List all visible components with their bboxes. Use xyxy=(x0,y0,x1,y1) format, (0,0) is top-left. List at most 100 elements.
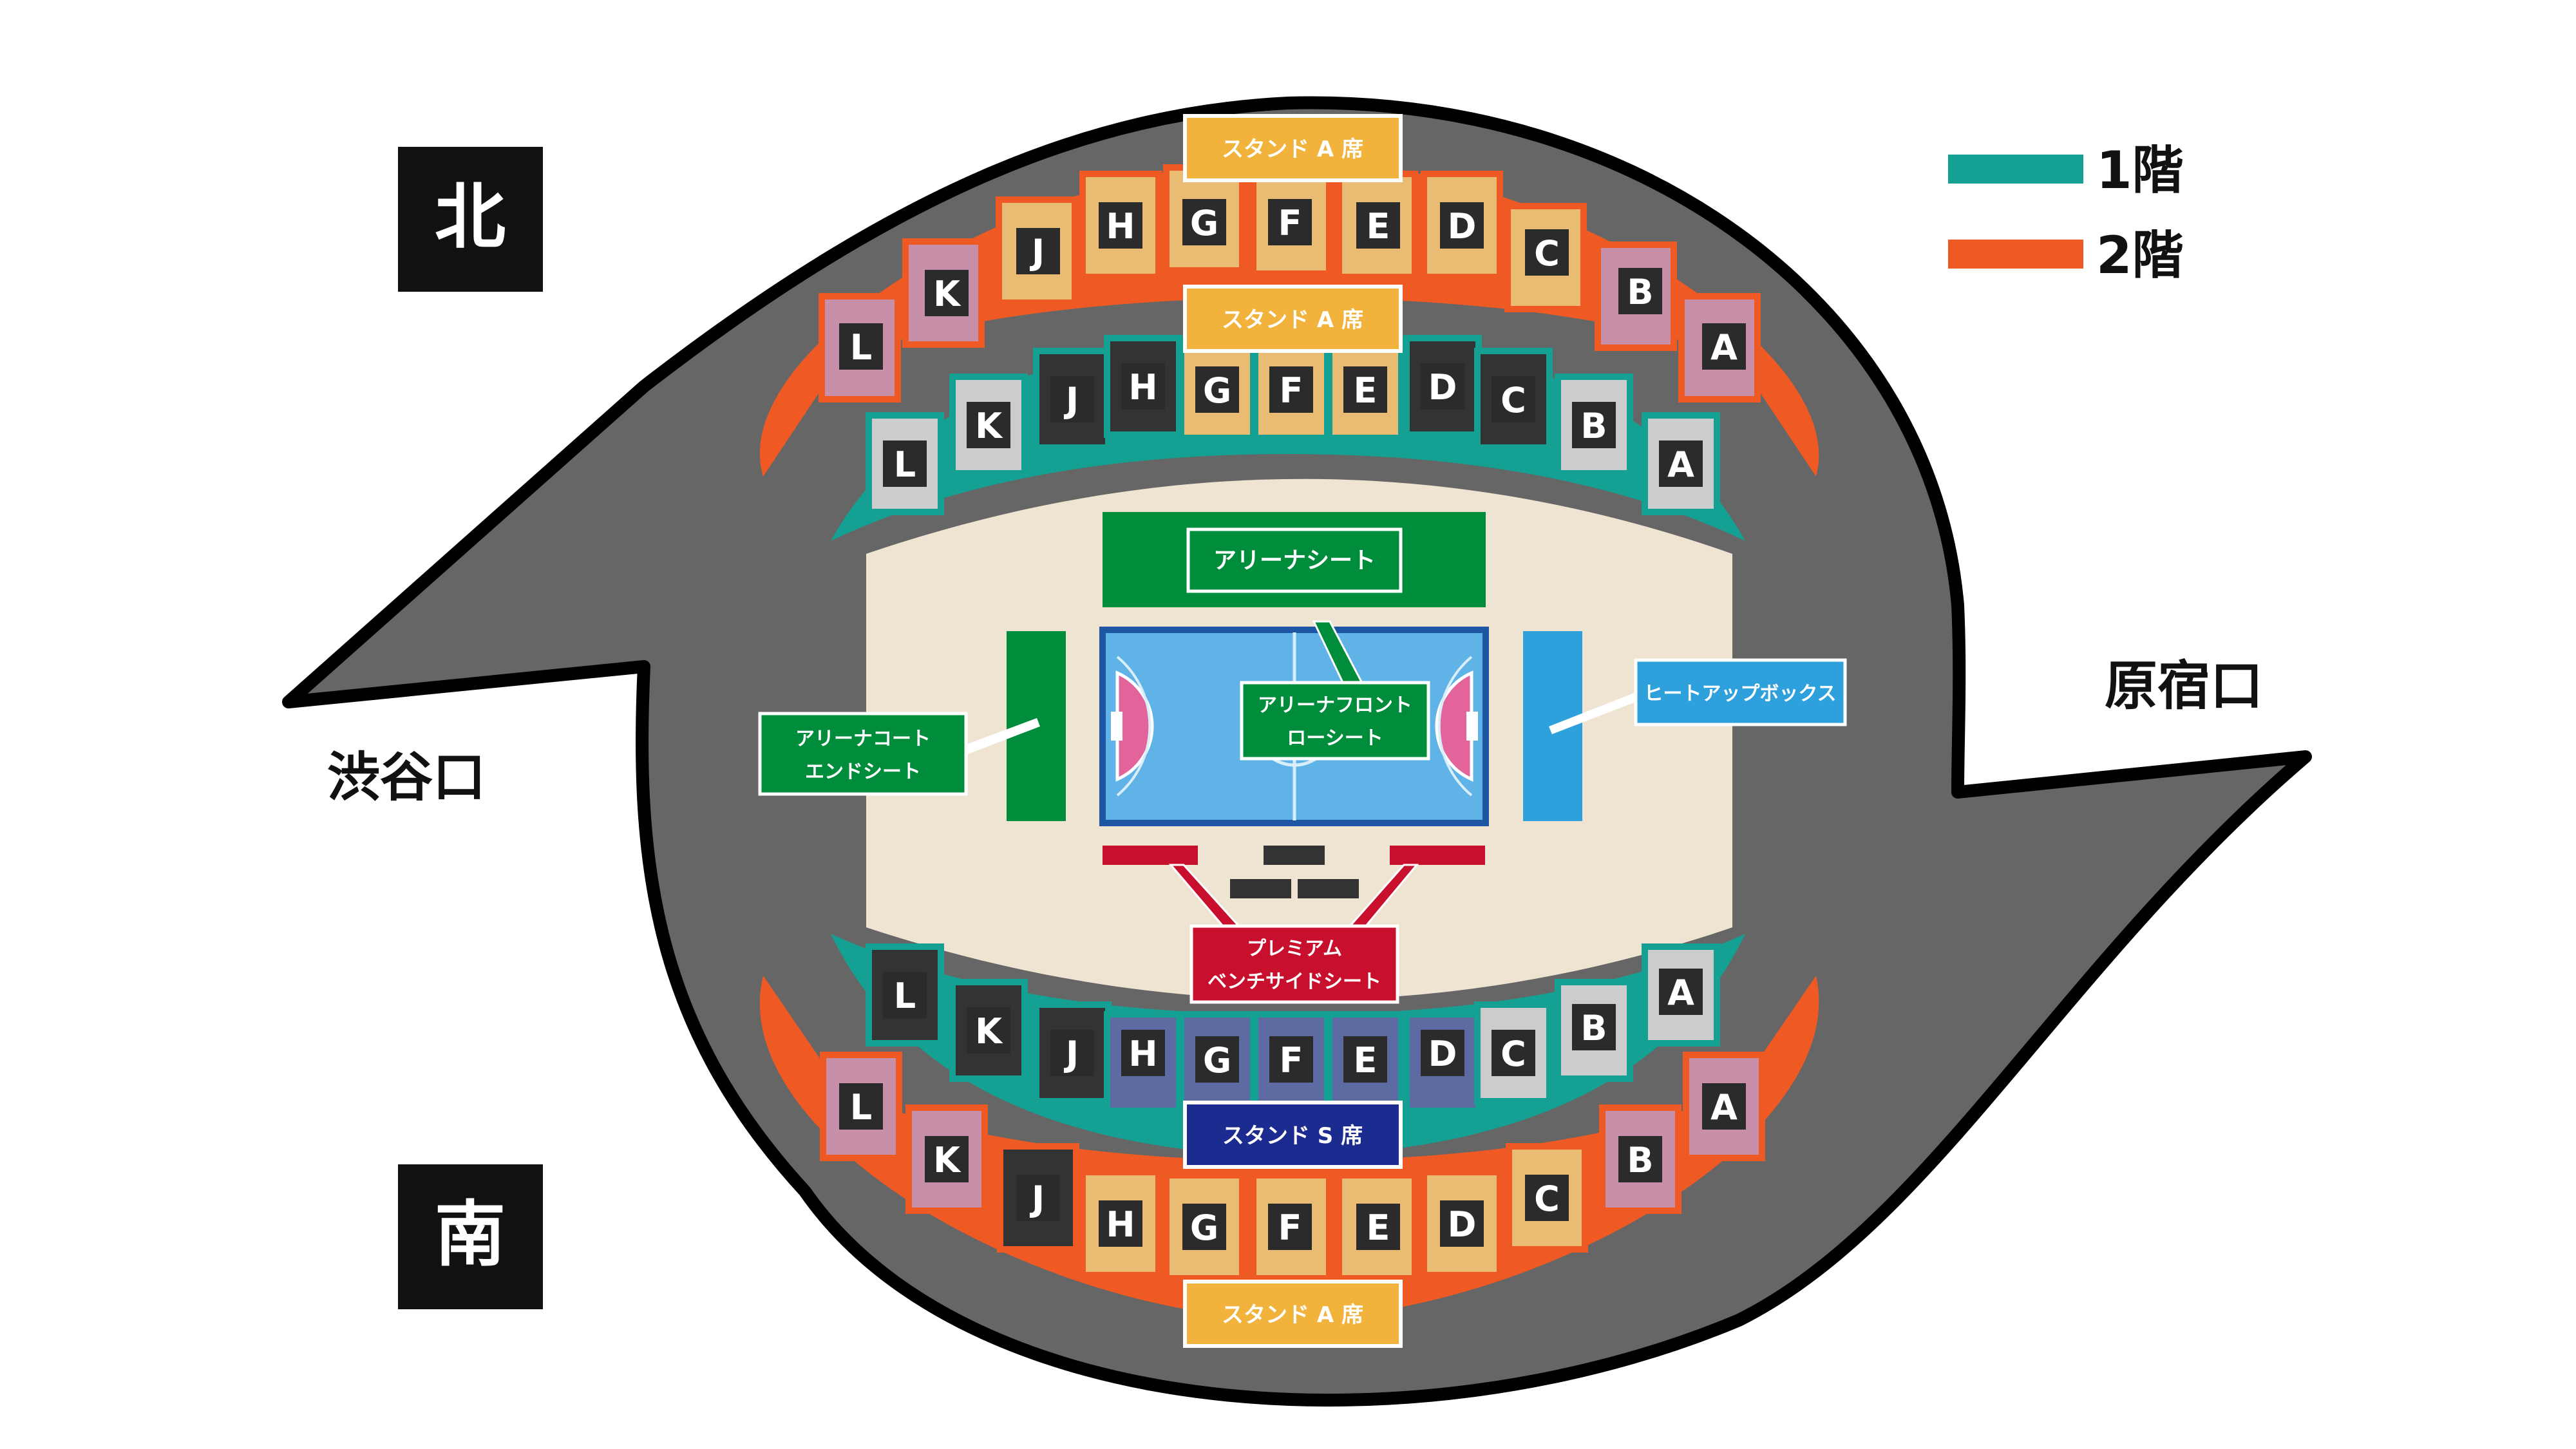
heatup-pointer xyxy=(1549,692,1639,734)
premium-bar-right[interactable] xyxy=(1390,846,1485,865)
north-upper-block-k[interactable] xyxy=(902,238,985,348)
premium-label-2: ベンチサイドシート xyxy=(1208,971,1381,993)
svg-text:B: B xyxy=(1580,406,1607,446)
south-upper-label-l: L xyxy=(839,1083,883,1130)
arena-seat-label: アリーナシート xyxy=(1213,547,1376,574)
court-end-label-1: アリーナコート xyxy=(795,728,931,750)
arena-seat-area[interactable]: アリーナシート xyxy=(1103,512,1486,607)
north-upper-label-l: L xyxy=(839,323,883,370)
legend-swatch-1f xyxy=(1948,155,2083,184)
svg-text:B: B xyxy=(1627,272,1653,312)
svg-text:K: K xyxy=(933,274,961,314)
heatup-box-seat[interactable]: ヒートアップボックス xyxy=(1634,658,1847,726)
svg-text:J: J xyxy=(1029,232,1045,272)
north-lower-label-l: L xyxy=(883,440,927,487)
svg-text:A: A xyxy=(1667,444,1694,485)
svg-text:K: K xyxy=(975,406,1003,446)
legend: 1階 2階 xyxy=(1948,140,2184,285)
bench-block xyxy=(1230,879,1291,898)
south-lower-label-f: F xyxy=(1269,1036,1313,1083)
south-upper-label-d: D xyxy=(1440,1200,1484,1247)
stand-a-banner-north-mid[interactable]: スタンド A 席 xyxy=(1183,285,1403,353)
svg-text:K: K xyxy=(933,1140,961,1180)
court-end-pointer xyxy=(963,718,1040,755)
south-lower-label-a: A xyxy=(1659,969,1703,1015)
court-end-label-2: エンドシート xyxy=(805,761,921,783)
south-lower-label-j: J xyxy=(1050,1030,1094,1076)
svg-text:L: L xyxy=(894,444,916,485)
svg-text:E: E xyxy=(1367,206,1390,247)
bench-block xyxy=(1264,846,1325,865)
north-lower-label-f: F xyxy=(1269,366,1313,413)
premium-bar-left[interactable] xyxy=(1103,846,1198,865)
arena-front-row-seat[interactable]: アリーナフロント ローシート xyxy=(1240,681,1430,761)
stand-a-label: スタンド A 席 xyxy=(1222,307,1363,333)
harajuku-entrance-label: 原宿口 xyxy=(2105,656,2263,717)
legend-label-1f: 1階 xyxy=(2096,140,2184,200)
north-badge: 北 xyxy=(398,147,543,292)
svg-text:C: C xyxy=(1534,233,1560,274)
south-lower-label-g: G xyxy=(1195,1036,1239,1083)
north-upper-label-c: C xyxy=(1525,229,1569,276)
shibuya-entrance-label: 渋谷口 xyxy=(327,747,486,808)
south-lower-label-e: E xyxy=(1343,1036,1387,1083)
svg-text:A: A xyxy=(1710,1087,1738,1128)
premium-bench-side-seat[interactable]: プレミアム ベンチサイドシート xyxy=(1189,924,1399,1004)
svg-text:D: D xyxy=(1428,367,1457,408)
north-upper-label-a: A xyxy=(1702,323,1746,370)
svg-text:H: H xyxy=(1106,1204,1135,1245)
north-lower-label-c: C xyxy=(1492,376,1535,422)
svg-text:L: L xyxy=(850,327,872,368)
bench-block xyxy=(1298,879,1359,898)
south-upper-label-a: A xyxy=(1702,1083,1746,1130)
legend-label-2f: 2階 xyxy=(2096,225,2184,285)
stand-a-banner-north-top[interactable]: スタンド A 席 xyxy=(1183,114,1403,182)
svg-text:G: G xyxy=(1203,370,1231,411)
north-upper-label-k: K xyxy=(925,270,969,316)
svg-text:F: F xyxy=(1280,370,1303,411)
north-upper-label-j: J xyxy=(1016,228,1060,274)
svg-text:D: D xyxy=(1428,1034,1457,1074)
svg-text:K: K xyxy=(975,1011,1003,1052)
south-badge: 南 xyxy=(398,1164,543,1309)
north-upper-label-h: H xyxy=(1099,202,1142,249)
svg-text:J: J xyxy=(1063,380,1079,421)
north-lower-label-b: B xyxy=(1572,402,1616,448)
stand-a-label: スタンド A 席 xyxy=(1222,137,1363,162)
stand-a-banner-south[interactable]: スタンド A 席 xyxy=(1183,1280,1403,1348)
svg-text:D: D xyxy=(1448,206,1477,247)
svg-text:H: H xyxy=(1128,367,1157,408)
svg-text:G: G xyxy=(1190,203,1218,243)
svg-text:C: C xyxy=(1501,1034,1526,1074)
svg-text:C: C xyxy=(1501,380,1526,421)
north-upper-label-b: B xyxy=(1618,268,1662,314)
north-lower-label-k: K xyxy=(967,402,1010,448)
south-upper-label-g: G xyxy=(1182,1204,1226,1250)
south-upper-label-e: E xyxy=(1356,1204,1400,1250)
north-lower-label-e: E xyxy=(1343,366,1387,413)
svg-text:E: E xyxy=(1354,1040,1378,1081)
south-lower-block-b[interactable] xyxy=(1555,979,1633,1082)
arena-court-end-seat[interactable]: アリーナコート エンドシート xyxy=(758,712,968,796)
south-lower-label-k: K xyxy=(967,1007,1010,1054)
south-upper-label-c: C xyxy=(1525,1175,1569,1221)
front-row-label-1: アリーナフロント xyxy=(1258,694,1412,717)
stand-s-label: スタンド S 席 xyxy=(1222,1123,1363,1149)
svg-text:E: E xyxy=(1367,1208,1390,1248)
legend-swatch-2f xyxy=(1948,240,2083,269)
premium-label-1: プレミアム xyxy=(1247,938,1342,960)
north-lower-label-j: J xyxy=(1050,376,1094,422)
svg-text:J: J xyxy=(1063,1034,1079,1074)
front-row-label-2: ローシート xyxy=(1287,727,1383,750)
svg-text:C: C xyxy=(1534,1179,1560,1219)
north-lower-label-g: G xyxy=(1195,366,1239,413)
stand-s-banner[interactable]: スタンド S 席 xyxy=(1183,1101,1403,1169)
north-label: 北 xyxy=(435,176,506,258)
svg-text:A: A xyxy=(1667,972,1694,1013)
svg-text:J: J xyxy=(1029,1179,1045,1219)
north-lower-block-l[interactable] xyxy=(866,412,944,515)
svg-text:B: B xyxy=(1627,1140,1653,1180)
stand-a-label: スタンド A 席 xyxy=(1222,1302,1363,1328)
north-lower-label-d: D xyxy=(1421,363,1464,410)
svg-text:F: F xyxy=(1278,1208,1302,1248)
